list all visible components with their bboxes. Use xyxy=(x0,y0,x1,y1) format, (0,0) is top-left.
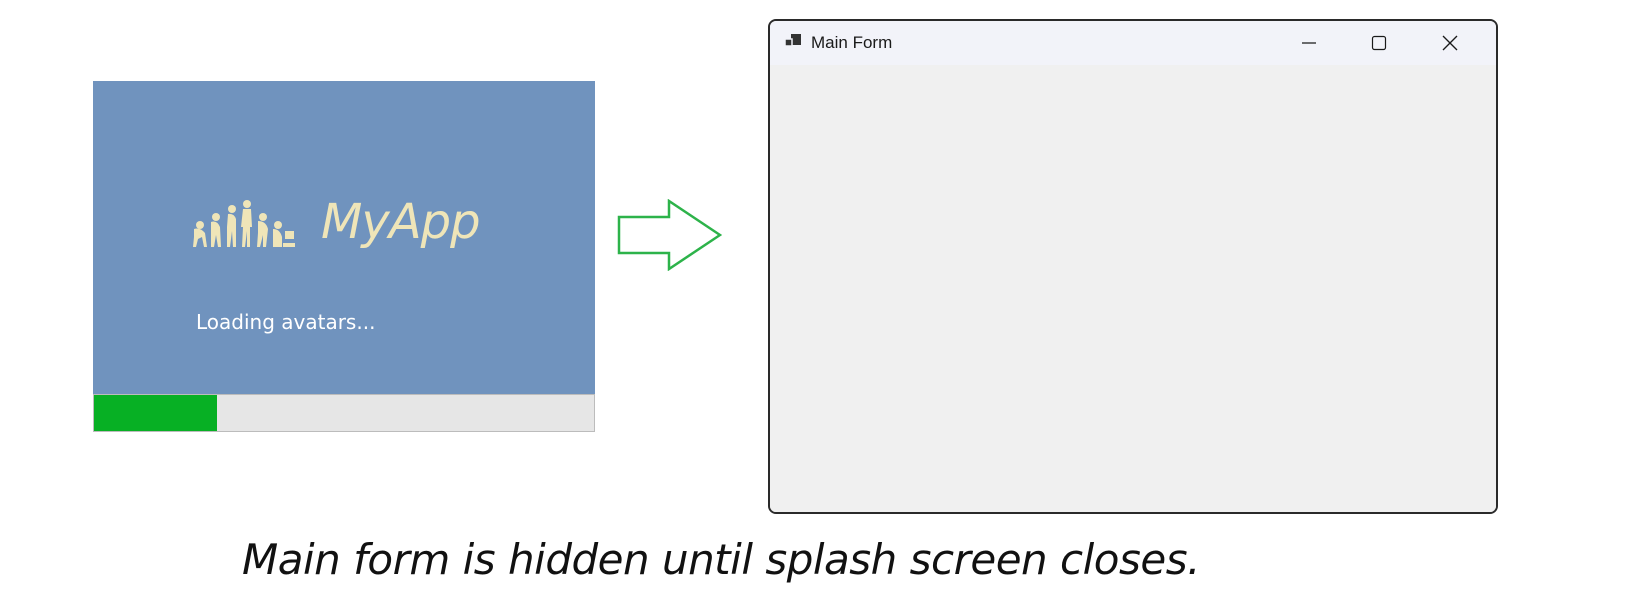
splash-status-text: Loading avatars... xyxy=(196,310,376,334)
figure-caption: Main form is hidden until splash screen … xyxy=(242,535,1200,584)
splash-app-name: MyApp xyxy=(321,194,481,250)
right-arrow-outline-icon xyxy=(617,199,722,271)
maximize-button[interactable] xyxy=(1344,21,1414,65)
splash-progress-fill xyxy=(94,395,217,431)
minimize-icon xyxy=(1302,42,1316,44)
app-window-icon xyxy=(784,34,801,47)
window-titlebar[interactable]: Main Form xyxy=(770,21,1496,65)
splash-screen: MyApp Loading avatars... xyxy=(93,81,595,432)
splash-progress-bar xyxy=(93,394,595,432)
maximize-icon xyxy=(1371,35,1387,51)
close-button[interactable] xyxy=(1415,21,1485,65)
close-icon xyxy=(1442,35,1458,51)
main-form-window: Main Form xyxy=(768,19,1498,514)
window-title: Main Form xyxy=(811,33,893,52)
evolution-silhouette-icon xyxy=(193,200,295,247)
window-client-area xyxy=(770,65,1496,512)
minimize-button[interactable] xyxy=(1274,21,1344,65)
